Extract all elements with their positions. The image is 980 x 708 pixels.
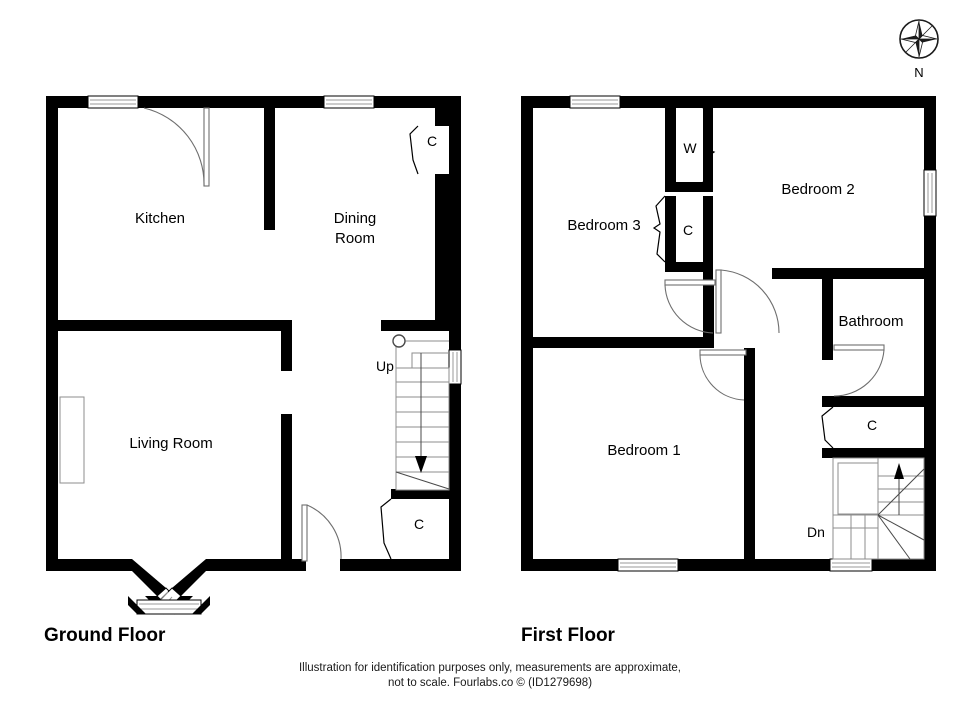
- window-bedroom1-bottom: [617, 558, 679, 572]
- floor-title-ground: Ground Floor: [44, 625, 166, 646]
- wall-bathroom-left: [822, 268, 833, 360]
- wall-wardrobe-left: [665, 108, 676, 182]
- cupboard-dining-room: [409, 125, 439, 175]
- wardrobe-label: W: [683, 140, 697, 156]
- wall-cupboard-right: [703, 196, 713, 282]
- room-label-living-room: Living Room: [129, 435, 212, 452]
- wall-ground-bottom-left: [46, 559, 132, 571]
- room-label-bedroom2: Bedroom 2: [781, 181, 854, 198]
- door-bedroom2: [715, 269, 780, 334]
- wall-first-bottom-left: [521, 559, 618, 571]
- wall-bedroom3-bottom: [533, 337, 714, 348]
- door-front-entry: [301, 504, 342, 562]
- cupboard-stairs-label: C: [867, 417, 877, 433]
- wall-ground-left: [46, 96, 58, 571]
- door-kitchen: [143, 107, 210, 187]
- wall-living-right-lower: [281, 414, 292, 571]
- wall-ground-bottom-right: [340, 559, 461, 571]
- window-hall-right: [448, 349, 462, 385]
- wall-bathroom-bottom: [822, 396, 924, 407]
- footer-line-1: Illustration for identification purposes…: [299, 662, 681, 674]
- room-label-bedroom3: Bedroom 3: [567, 217, 640, 234]
- wall-hall-top: [381, 320, 453, 331]
- wall-bedroom1-right: [744, 348, 755, 571]
- wall-first-right: [924, 96, 936, 571]
- floor-title-first: First Floor: [521, 625, 616, 646]
- room-label-dining-line2: Room: [335, 230, 375, 247]
- wall-wardrobe-bottom: [665, 182, 713, 192]
- ground-floor-plan: C C Up: [44, 95, 462, 646]
- cupboard-dining-label: C: [427, 133, 437, 149]
- wall-first-bottom-right: [872, 559, 936, 571]
- cupboard-landing-label: C: [683, 222, 693, 238]
- wall-kitchen-dining: [264, 108, 275, 230]
- cupboard-landing-upper: [652, 195, 703, 263]
- living-room-recess: [59, 396, 85, 484]
- stairs-up-label: Up: [376, 358, 394, 374]
- footer-line-2: not to scale. Fourlabs.co © (ID1279698): [388, 677, 592, 689]
- bay-window-living-room: [128, 559, 210, 615]
- room-label-dining-line1: Dining: [334, 210, 377, 227]
- wall-landing-left: [703, 282, 714, 348]
- wall-first-left: [521, 96, 533, 571]
- window-landing-bottom: [829, 558, 873, 572]
- cupboard-hall-label: C: [414, 516, 424, 532]
- window-bedroom3-top: [569, 95, 621, 109]
- door-bedroom1: [699, 349, 747, 401]
- wall-living-right-upper: [281, 320, 292, 371]
- room-label-kitchen: Kitchen: [135, 210, 185, 227]
- cupboard-under-stairs: [380, 498, 449, 560]
- cupboard-over-stairs: [821, 406, 924, 449]
- door-bathroom: [833, 344, 885, 397]
- room-label-bathroom: Bathroom: [838, 313, 903, 330]
- wall-cupboard-bottom: [665, 262, 713, 272]
- room-label-bedroom1: Bedroom 1: [607, 442, 680, 459]
- wardrobe-bedroom2: [676, 107, 716, 183]
- wall-cupboard-left: [665, 196, 676, 272]
- staircase-down: [832, 457, 925, 560]
- wall-cupboard-landing-bottom: [822, 448, 924, 458]
- window-dining-top: [323, 95, 375, 109]
- wall-living-top: [46, 320, 292, 331]
- staircase-up: [392, 334, 450, 491]
- wall-cupboard-top: [391, 489, 453, 499]
- wall-bedroom2-bottom: [772, 268, 924, 279]
- stairs-down-label: Dn: [807, 524, 825, 540]
- compass-north-label: N: [914, 65, 923, 80]
- window-bedroom2-right: [923, 169, 937, 217]
- first-floor-plan: W C C: [521, 95, 937, 646]
- wall-first-top: [521, 96, 936, 108]
- window-kitchen-top: [87, 95, 139, 109]
- door-bedroom3: [664, 279, 716, 334]
- compass-rose-icon: [899, 19, 939, 59]
